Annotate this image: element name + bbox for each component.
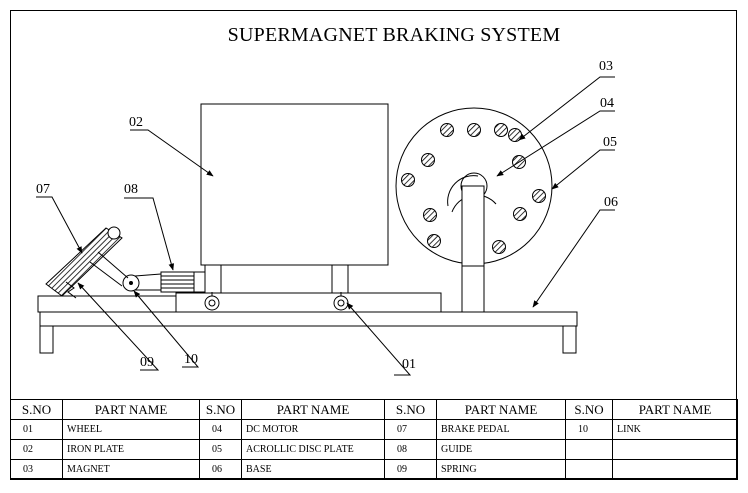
part-name-cell: MAGNET: [62, 459, 200, 480]
dc-motor: [200, 103, 389, 266]
callout-05: 05: [603, 135, 617, 150]
sno-cell: 03: [10, 459, 63, 480]
guide-block: [193, 271, 206, 293]
motor-leg-right: [331, 264, 349, 294]
sno-cell: 02: [10, 439, 63, 460]
table-header-row: S.NO PART NAME S.NO PART NAME S.NO PART …: [10, 399, 738, 420]
base-frame: [39, 311, 578, 354]
callout-01: 01: [402, 357, 416, 372]
part-name-cell: BRAKE PEDAL: [436, 419, 566, 440]
part-name-cell: [612, 459, 738, 480]
pedal-platform: [37, 295, 177, 313]
callout-09: 09: [140, 355, 154, 370]
header-cell: PART NAME: [62, 399, 200, 420]
acrylic-disc: [395, 107, 553, 267]
part-name-cell: IRON PLATE: [62, 439, 200, 460]
sno-cell: 05: [199, 439, 242, 460]
sno-cell: 01: [10, 419, 63, 440]
sno-cell: 06: [199, 459, 242, 480]
sno-cell: 09: [384, 459, 437, 480]
motor-leg-left: [204, 264, 222, 294]
brake-pedal: [45, 226, 129, 299]
part-name-cell: WHEEL: [62, 419, 200, 440]
iron-plate: [175, 292, 442, 313]
header-cell: S.NO: [384, 399, 437, 420]
part-name-cell: ACROLLIC DISC PLATE: [241, 439, 385, 460]
drawing-title: SUPERMAGNET BRAKING SYSTEM: [227, 24, 561, 46]
link-bar: [122, 273, 162, 292]
sno-cell: 04: [199, 419, 242, 440]
callout-10: 10: [184, 352, 198, 367]
guide-spring: [160, 271, 195, 293]
sno-cell: 07: [384, 419, 437, 440]
part-name-cell: [612, 439, 738, 460]
header-cell: S.NO: [10, 399, 63, 420]
callout-03: 03: [599, 59, 613, 74]
magnets: [401, 123, 546, 254]
header-cell: PART NAME: [241, 399, 385, 420]
callout-04: 04: [600, 96, 614, 111]
header-cell: S.NO: [199, 399, 242, 420]
table-row: 02 IRON PLATE 05 ACROLLIC DISC PLATE 08 …: [10, 439, 738, 460]
part-name-cell: BASE: [241, 459, 385, 480]
callout-02: 02: [129, 115, 143, 130]
wheel-left: [204, 292, 220, 311]
part-name-cell: SPRING: [436, 459, 566, 480]
wheel-right: [333, 292, 349, 311]
sno-cell: [565, 439, 613, 460]
callout-06: 06: [604, 195, 618, 210]
header-cell: S.NO: [565, 399, 613, 420]
callout-labels: 01 02 03 04 05 06 07 08 09 10: [36, 59, 618, 372]
table-row: 01 WHEEL 04 DC MOTOR 07 BRAKE PEDAL 10 L…: [10, 419, 738, 440]
parts-table: S.NO PART NAME S.NO PART NAME S.NO PART …: [10, 399, 738, 480]
leader-lines: [36, 76, 615, 376]
callout-08: 08: [124, 182, 138, 197]
header-cell: PART NAME: [612, 399, 738, 420]
sno-cell: 08: [384, 439, 437, 460]
header-cell: PART NAME: [436, 399, 566, 420]
table-row: 03 MAGNET 06 BASE 09 SPRING: [10, 459, 738, 480]
part-name-cell: DC MOTOR: [241, 419, 385, 440]
sno-cell: 10: [565, 419, 613, 440]
part-name-cell: LINK: [612, 419, 738, 440]
callout-07: 07: [36, 182, 50, 197]
part-name-cell: GUIDE: [436, 439, 566, 460]
sno-cell: [565, 459, 613, 480]
